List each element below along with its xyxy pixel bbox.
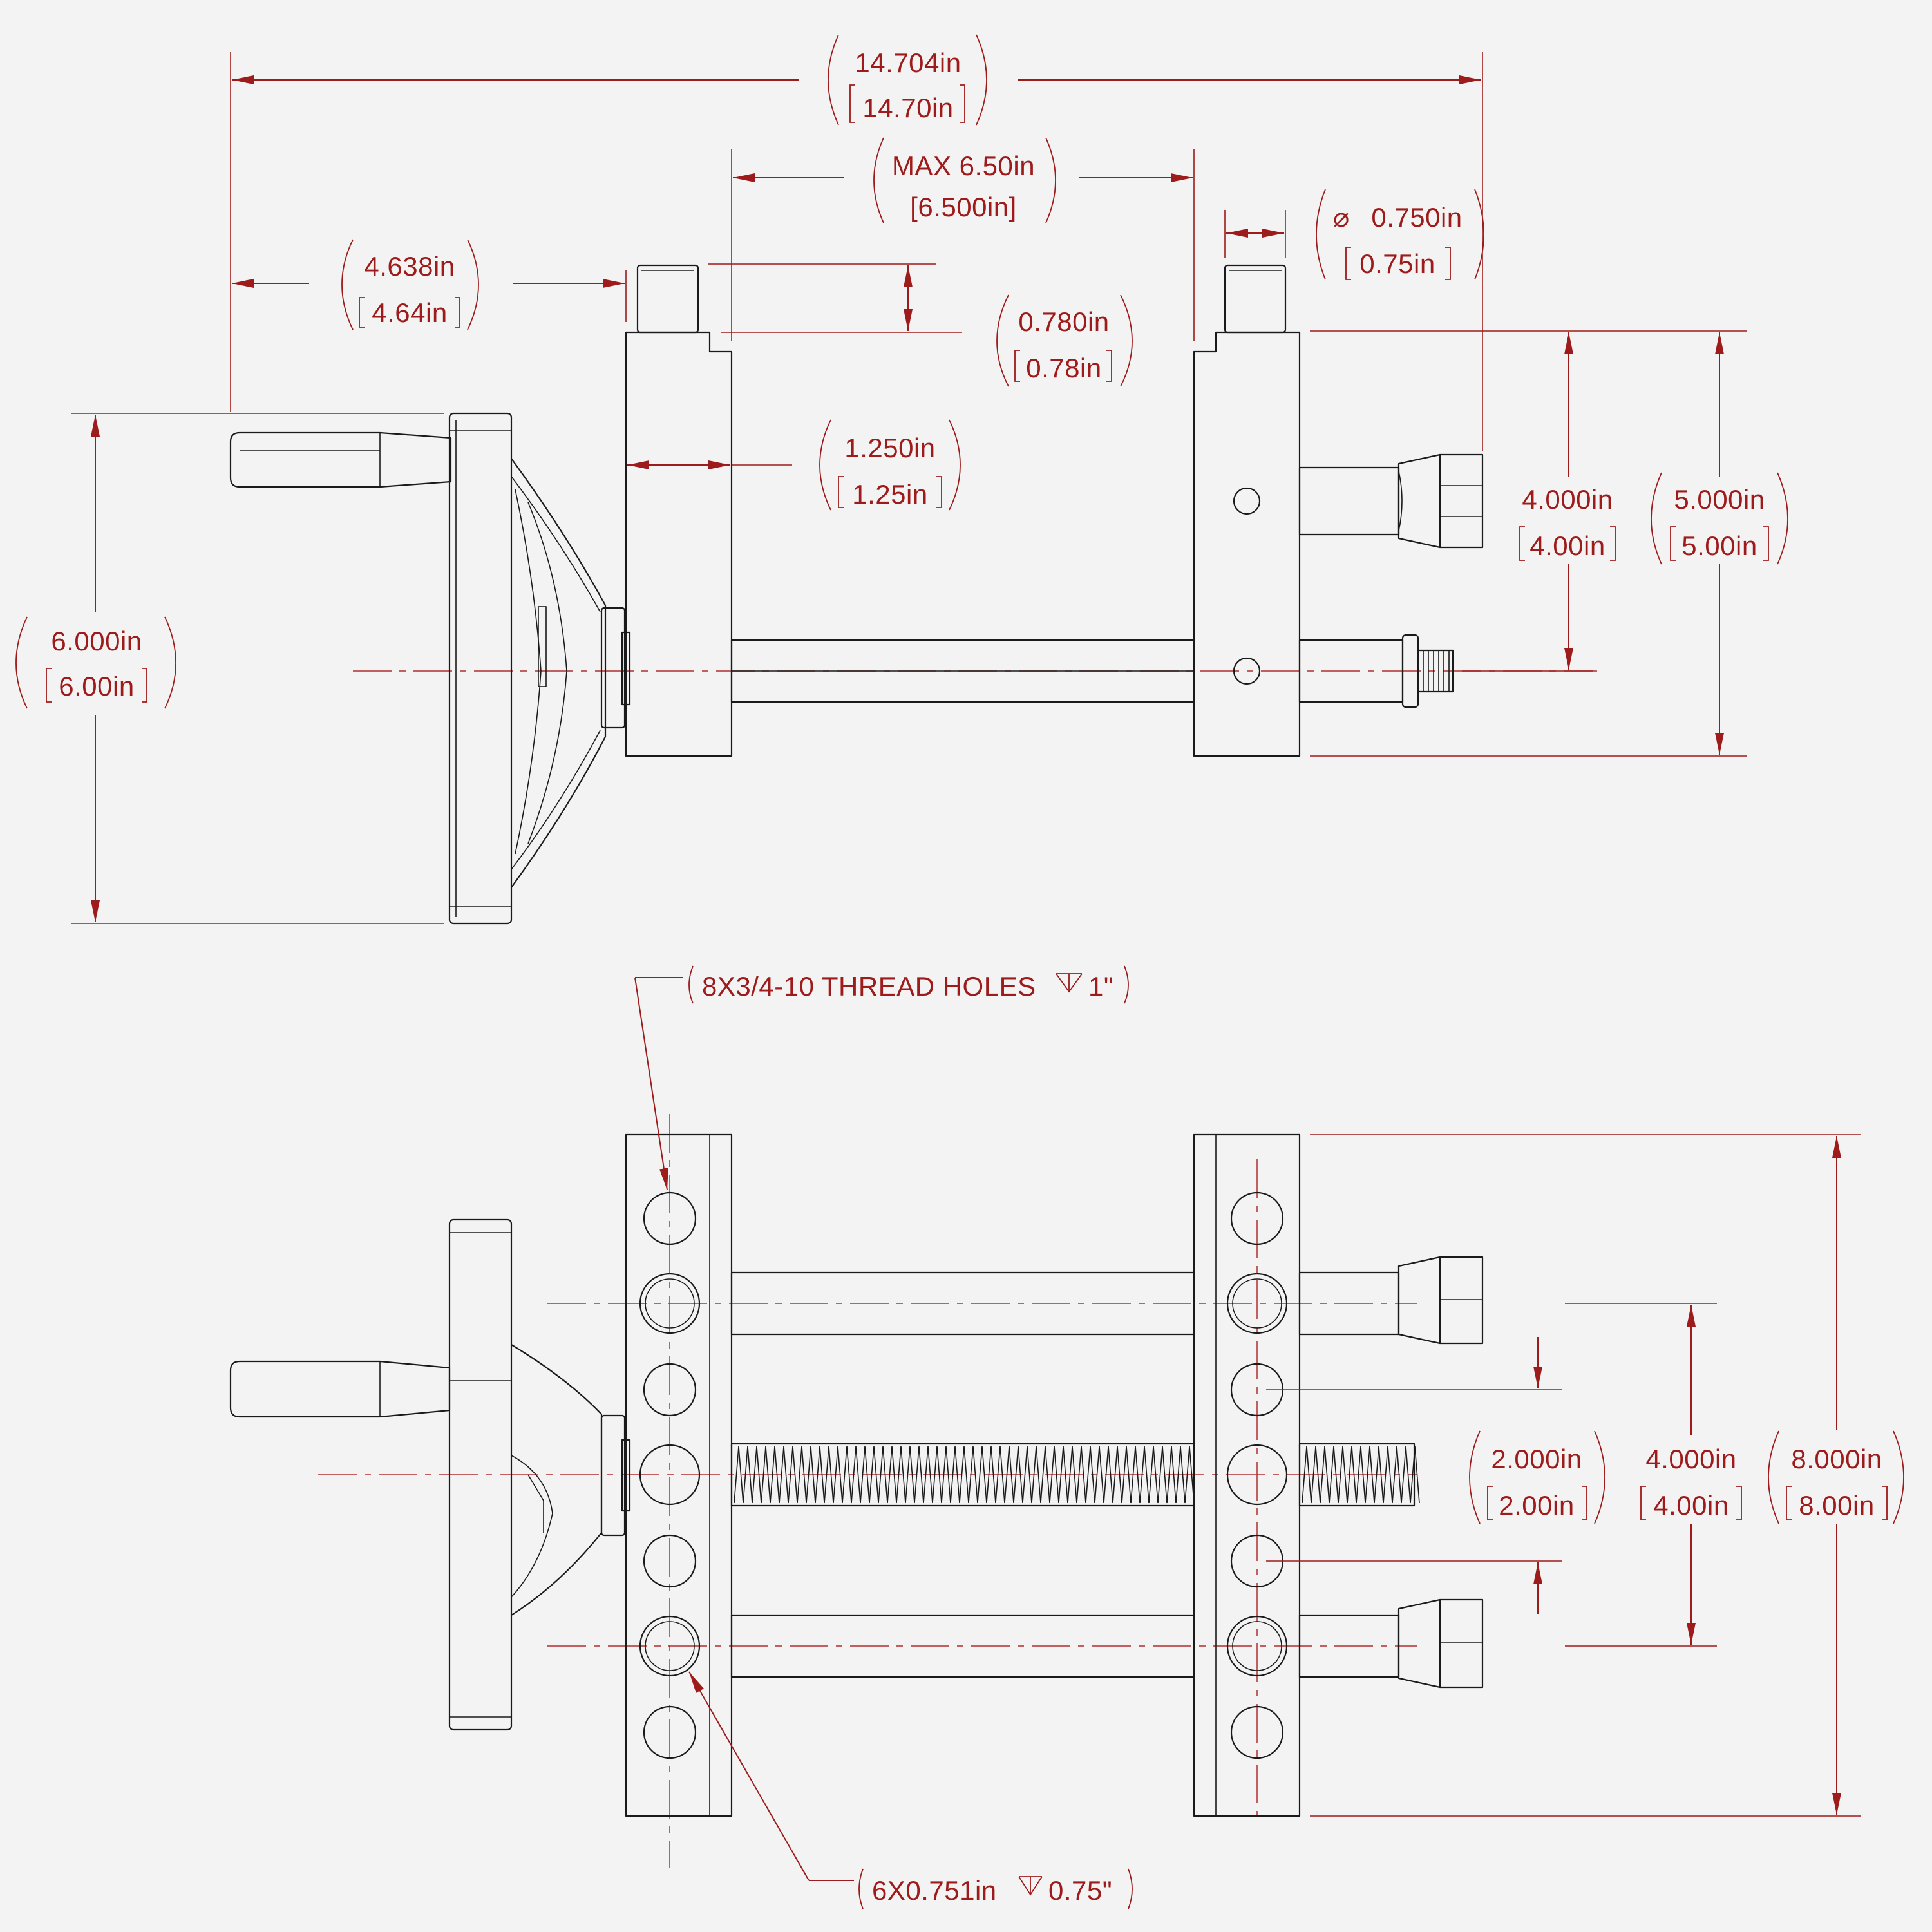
thread-hole xyxy=(1230,1705,1284,1759)
jaw-height-primary: 5.000in xyxy=(1674,484,1765,515)
front-view: 8X3/4-10 THREAD HOLES 1" 6X0.751in 0.75"… xyxy=(229,965,1904,1909)
hole-spacing-primary: 2.000in xyxy=(1491,1444,1582,1474)
pin-diameter-primary: 0.750in xyxy=(1371,202,1462,232)
lead-screw-top xyxy=(730,639,1195,703)
bore-hole xyxy=(1226,1444,1288,1506)
overall-length-secondary: 14.70in xyxy=(862,93,953,123)
thread-hole xyxy=(643,1191,697,1245)
dim-max-opening: MAX 6.50in [6.500in] xyxy=(731,137,1195,341)
dim-pin-diameter: ⌀ 0.750in 0.75in xyxy=(1224,189,1484,280)
handwheel-diameter-secondary: 6.00in xyxy=(59,671,134,701)
dim-handwheel-diameter: 6.000in 6.00in xyxy=(15,413,444,924)
handle-bar xyxy=(229,431,452,488)
moving-jaw-front xyxy=(1193,1133,1301,1817)
front-lead-screw xyxy=(730,1443,1195,1507)
dim-handle-to-jaw: 4.638in 4.64in xyxy=(232,239,627,330)
thread-hole xyxy=(643,1363,697,1417)
thread-hole xyxy=(643,1534,697,1588)
rod-spacing-primary: 4.000in xyxy=(1522,484,1613,515)
bore-hole xyxy=(1226,1273,1288,1334)
pin-height-secondary: 0.78in xyxy=(1026,353,1101,383)
jaw-width-primary: 8.000in xyxy=(1791,1444,1882,1474)
fixed-jaw-top xyxy=(625,264,733,757)
bore-depth: 0.75" xyxy=(1048,1875,1112,1906)
dim-hole-spacing: 2.000in 2.00in xyxy=(1266,1337,1605,1614)
bore-hole xyxy=(1226,1615,1288,1677)
max-opening-primary: MAX 6.50in xyxy=(892,151,1035,181)
thread-hole xyxy=(1230,1191,1284,1245)
bore-hole xyxy=(639,1615,701,1677)
moving-jaw-top xyxy=(1193,264,1301,757)
thread-hole xyxy=(643,1705,697,1759)
jaw-width-secondary: 8.00in xyxy=(1799,1490,1874,1520)
pin-diameter-secondary: 0.75in xyxy=(1359,249,1435,279)
handle-to-jaw-secondary: 4.64in xyxy=(372,298,447,328)
jaw-thickness-secondary: 1.25in xyxy=(852,479,927,509)
rod-spacing-secondary: 4.00in xyxy=(1530,531,1605,561)
bore-callout: 6X0.751in xyxy=(872,1875,997,1906)
thread-holes-callout: 8X3/4-10 THREAD HOLES xyxy=(702,971,1036,1001)
dim-jaw-height: 5.000in 5.00in xyxy=(1310,332,1788,757)
handle-to-jaw-primary: 4.638in xyxy=(364,251,455,281)
guide-rod-spacing-secondary: 4.00in xyxy=(1653,1490,1728,1520)
thread-holes-depth: 1" xyxy=(1088,971,1113,1001)
front-handle-bar xyxy=(229,1360,451,1418)
handwheel xyxy=(448,412,631,925)
jaw-thickness-primary: 1.250in xyxy=(844,433,935,463)
dim-overall-length: 14.704in 14.70in xyxy=(230,34,1483,451)
bore-hole xyxy=(639,1444,701,1506)
top-view: 14.704in 14.70in MAX 6.50in [6.500in] ⌀ … xyxy=(15,34,1788,925)
callout-thread-holes: 8X3/4-10 THREAD HOLES 1" xyxy=(634,965,1129,1191)
bore-hole xyxy=(639,1273,701,1334)
dim-guide-rod-spacing: 4.000in 4.00in xyxy=(1565,1303,1742,1647)
guide-rod-upper-top xyxy=(1298,453,1484,549)
fixed-jaw-front xyxy=(625,1133,733,1817)
hole-spacing-secondary: 2.00in xyxy=(1499,1490,1574,1520)
screw-end-top xyxy=(1298,634,1454,708)
callout-bores: 6X0.751in 0.75" xyxy=(688,1671,1133,1909)
pin-height-primary: 0.780in xyxy=(1018,307,1109,337)
max-opening-secondary: [6.500in] xyxy=(910,192,1017,222)
dim-jaw-thickness: 1.250in 1.25in xyxy=(627,419,961,511)
guide-rod-spacing-primary: 4.000in xyxy=(1645,1444,1736,1474)
dim-jaw-width: 8.000in 8.00in xyxy=(1310,1134,1904,1817)
dim-pin-height: 0.780in 0.78in xyxy=(708,263,1133,387)
front-rod-ends xyxy=(1298,1256,1484,1689)
jaw-height-secondary: 5.00in xyxy=(1681,531,1757,561)
handwheel-diameter-primary: 6.000in xyxy=(51,626,142,656)
dim-rod-spacing: 4.000in 4.00in xyxy=(1310,330,1747,672)
overall-length-primary: 14.704in xyxy=(855,48,961,78)
pin-diameter-symbol: ⌀ xyxy=(1333,202,1350,232)
